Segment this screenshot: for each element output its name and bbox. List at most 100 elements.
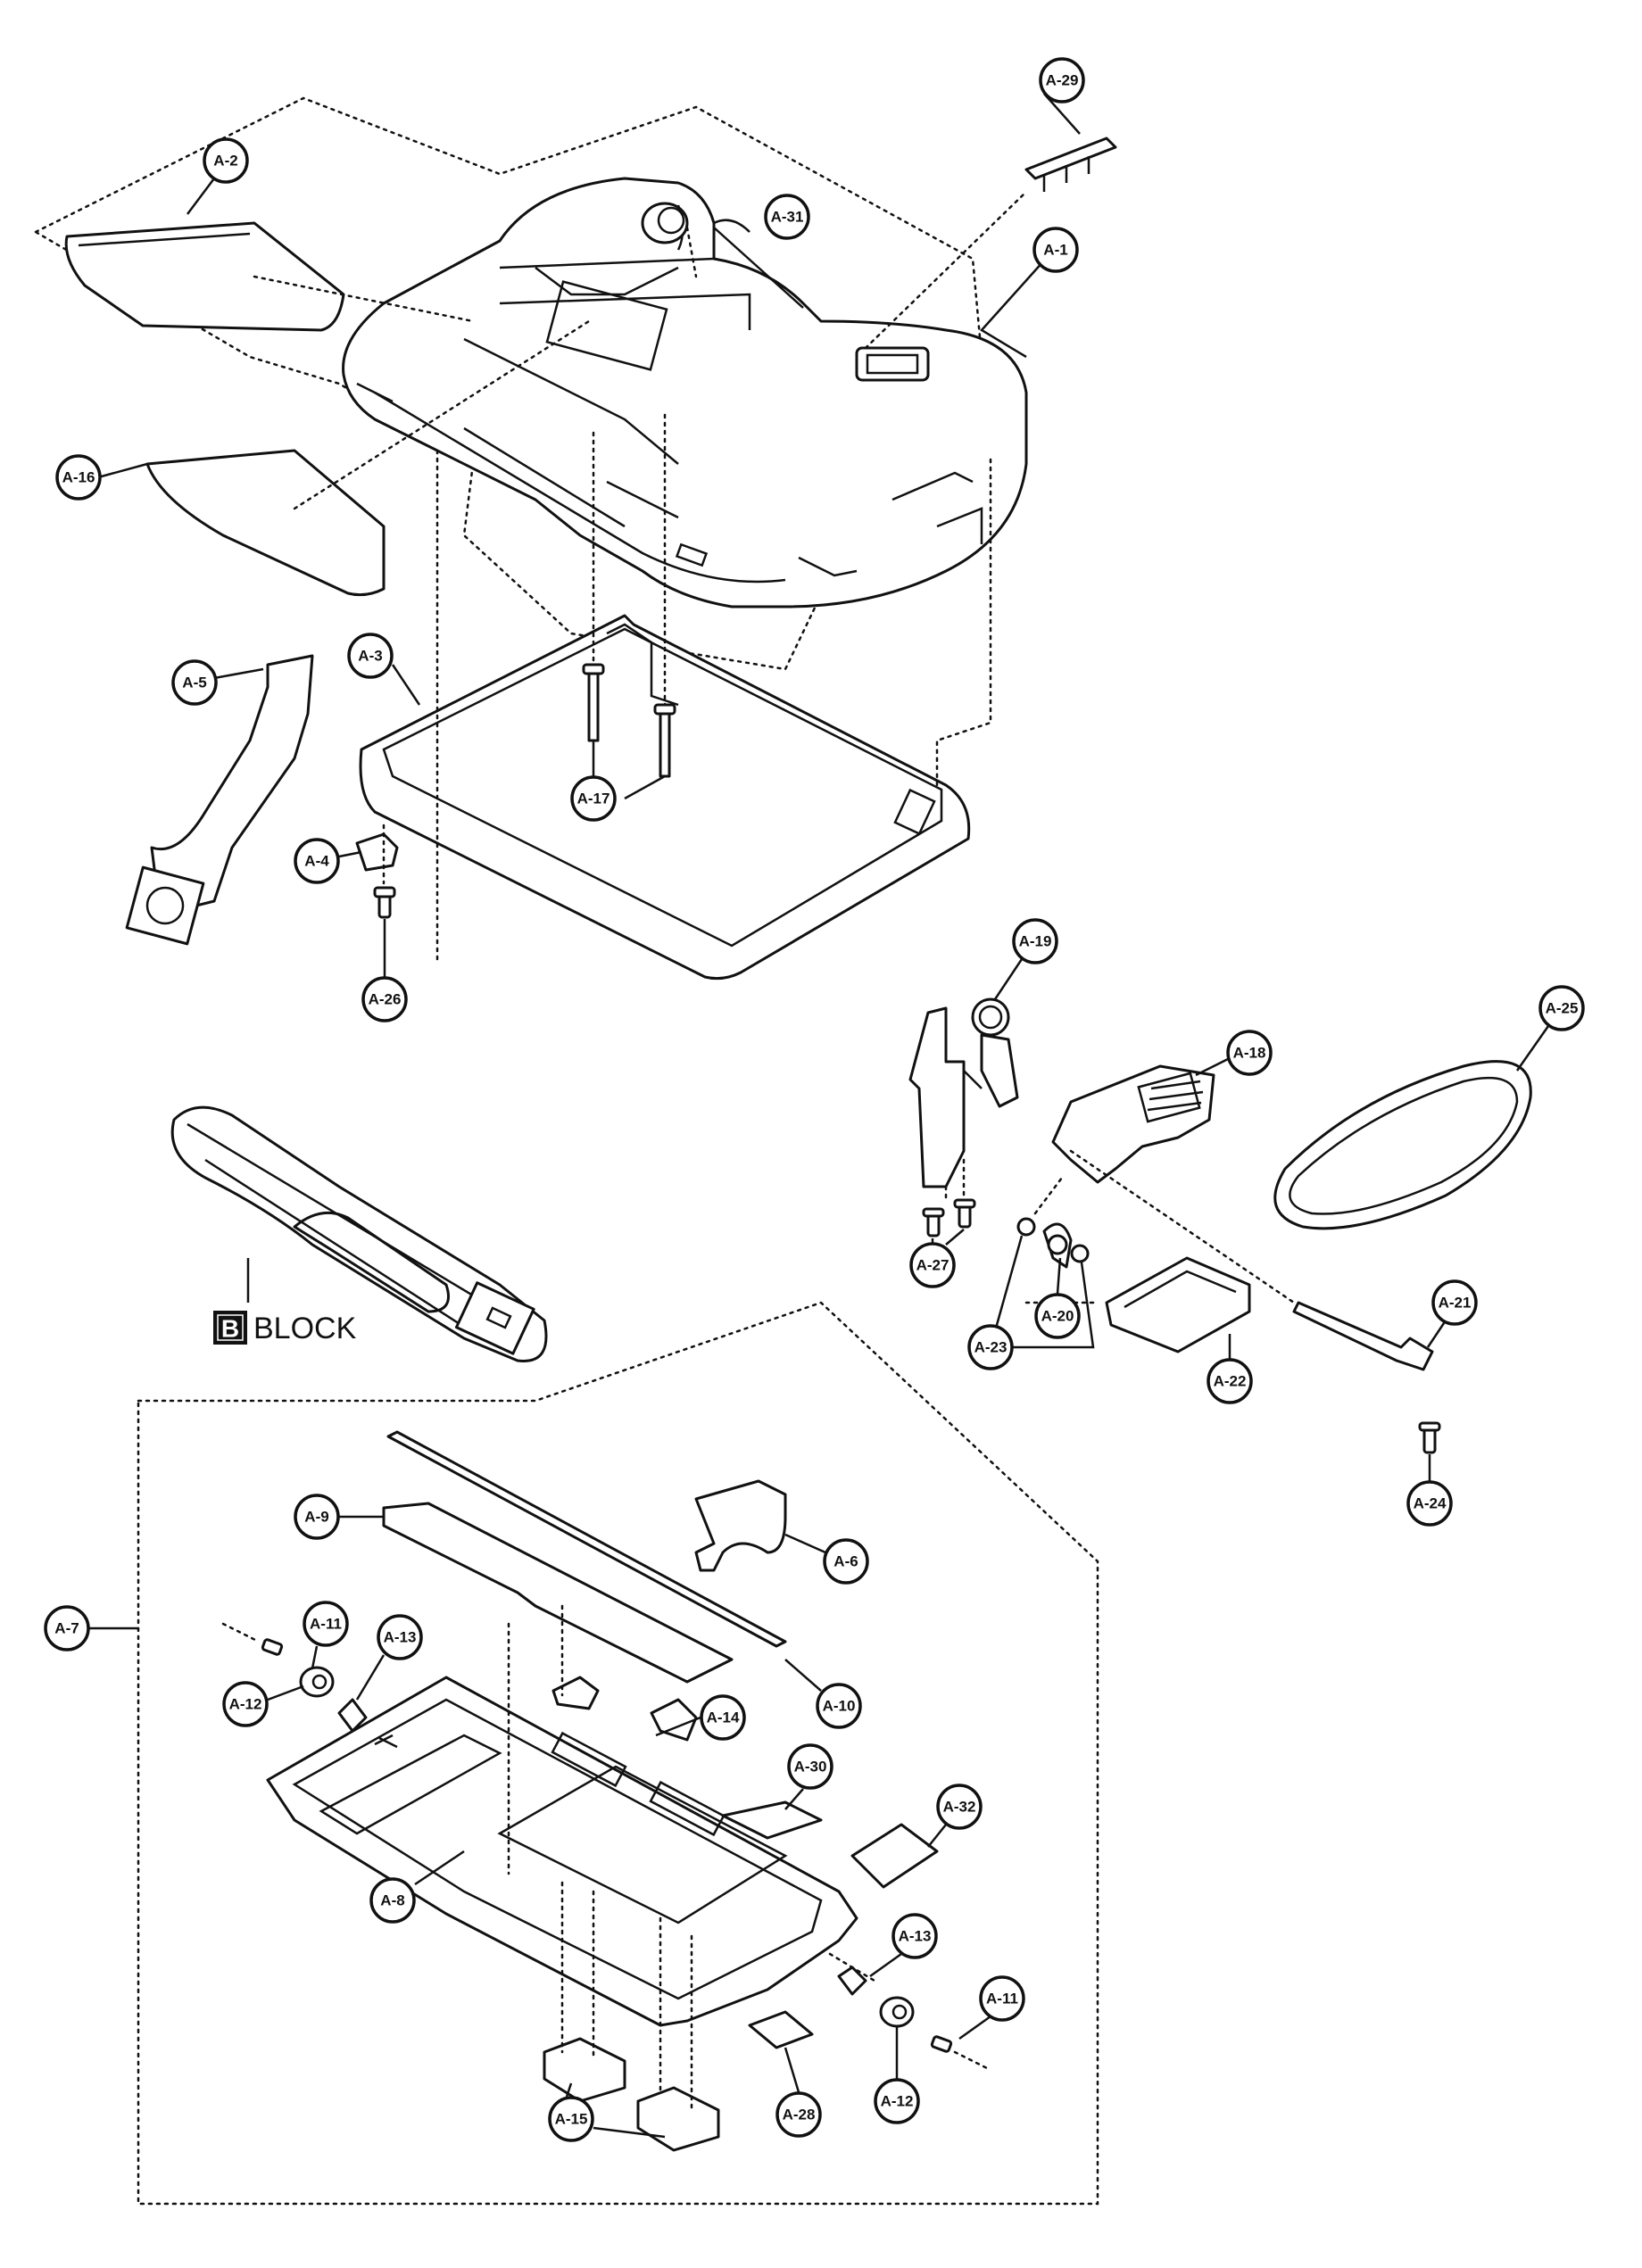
svg-text:A-14: A-14 — [707, 1709, 740, 1726]
svg-text:A-6: A-6 — [833, 1553, 858, 1570]
strip-a10 — [386, 1430, 787, 1648]
svg-text:A-24: A-24 — [1414, 1495, 1447, 1512]
frame-a3 — [359, 614, 971, 981]
svg-text:A-31: A-31 — [771, 209, 804, 226]
screws-a17 — [582, 663, 676, 778]
svg-text:A-7: A-7 — [54, 1620, 79, 1637]
decal-a30 — [721, 1800, 823, 1840]
screw-a26 — [373, 886, 396, 919]
svg-text:A-21: A-21 — [1439, 1295, 1472, 1312]
callout-a5: A-5 — [171, 659, 218, 706]
svg-text:A-30: A-30 — [794, 1759, 827, 1775]
callout-a22: A-22 — [1207, 1358, 1253, 1404]
svg-text:A-22: A-22 — [1214, 1373, 1247, 1390]
bracket-a19 — [908, 997, 1019, 1188]
callout-a29: A-29 — [1039, 57, 1085, 103]
clips-a14 — [551, 1676, 698, 1742]
callout-a13-right: A-13 — [891, 1913, 938, 1959]
svg-text:A-17: A-17 — [577, 790, 610, 807]
callout-a19: A-19 — [1012, 918, 1058, 964]
brushroll-b-block — [170, 1105, 548, 1362]
svg-text:A-3: A-3 — [358, 648, 382, 665]
decal-a2 — [64, 221, 345, 332]
svg-text:A-5: A-5 — [182, 675, 206, 691]
cover-a22 — [1105, 1256, 1251, 1353]
bracket-a18 — [1051, 1064, 1215, 1184]
callout-a11-right: A-11 — [979, 1975, 1025, 2022]
callout-a21: A-21 — [1431, 1279, 1478, 1326]
svg-text:A-13: A-13 — [899, 1928, 932, 1945]
callout-a17: A-17 — [570, 775, 617, 822]
svg-text:A-26: A-26 — [369, 991, 402, 1008]
cap-a31 — [641, 202, 689, 244]
callout-a2: A-2 — [203, 137, 249, 184]
callout-a12-left: A-12 — [222, 1681, 269, 1727]
callout-a12-right: A-12 — [874, 2078, 920, 2124]
duct-a5 — [125, 654, 314, 946]
callout-a3: A-3 — [347, 633, 394, 679]
callout-a11-left: A-11 — [303, 1601, 349, 1647]
clip-a4 — [355, 832, 399, 872]
callout-a8: A-8 — [369, 1877, 416, 1924]
svg-text:A-11: A-11 — [310, 1616, 342, 1633]
callout-a31: A-31 — [764, 194, 810, 240]
svg-text:A-16: A-16 — [62, 469, 95, 486]
svg-text:A-10: A-10 — [823, 1698, 856, 1715]
hood-part — [342, 177, 1028, 608]
wheel-assembly-right — [837, 1966, 953, 2053]
svg-text:A-29: A-29 — [1046, 72, 1079, 89]
callout-a1: A-1 — [1032, 227, 1079, 273]
svg-text:A-25: A-25 — [1546, 1000, 1579, 1017]
base-plate-group-boundary — [137, 1301, 1099, 2206]
callout-a4: A-4 — [294, 838, 340, 884]
clip-a29 — [1024, 137, 1117, 192]
svg-text:A-23: A-23 — [974, 1339, 1008, 1356]
callout-a7: A-7 — [44, 1605, 90, 1651]
leader-lines — [89, 93, 1550, 2139]
screws-a27 — [922, 1198, 976, 1237]
callout-a28: A-28 — [775, 2091, 822, 2138]
screw-a24 — [1418, 1421, 1441, 1454]
callout-a18: A-18 — [1226, 1030, 1273, 1076]
svg-text:A-19: A-19 — [1019, 933, 1052, 950]
svg-text:A-9: A-9 — [304, 1509, 328, 1526]
callout-a14: A-14 — [700, 1694, 746, 1741]
rod-a21 — [1292, 1301, 1434, 1371]
bracket-a6 — [694, 1479, 787, 1572]
svg-text:A-2: A-2 — [213, 153, 237, 170]
callout-a24: A-24 — [1406, 1480, 1453, 1527]
callout-a9: A-9 — [294, 1494, 340, 1540]
svg-text:A-27: A-27 — [916, 1257, 950, 1274]
callout-a30: A-30 — [787, 1743, 833, 1790]
svg-text:A-12: A-12 — [881, 2093, 914, 2110]
callout-a26: A-26 — [361, 976, 408, 1022]
svg-text:A-13: A-13 — [384, 1629, 417, 1646]
callout-a15: A-15 — [548, 2096, 594, 2142]
callout-a6: A-6 — [823, 1538, 869, 1585]
callout-a13-left: A-13 — [377, 1614, 423, 1660]
gasket-a9 — [382, 1502, 734, 1684]
callout-a32: A-32 — [936, 1784, 983, 1830]
svg-text:A-28: A-28 — [783, 2107, 816, 2123]
svg-text:A-4: A-4 — [304, 853, 329, 870]
callout-a27: A-27 — [909, 1242, 956, 1288]
svg-text:A-32: A-32 — [943, 1799, 976, 1816]
callout-a16: A-16 — [55, 454, 102, 501]
svg-text:A-18: A-18 — [1233, 1045, 1266, 1062]
svg-text:A-1: A-1 — [1043, 242, 1067, 259]
wheel-assembly-left — [261, 1638, 368, 1733]
callout-a25: A-25 — [1538, 985, 1585, 1031]
washers-a23 — [1016, 1217, 1090, 1263]
decal-a28 — [748, 2010, 814, 2049]
callout-a10: A-10 — [816, 1683, 862, 1729]
block-label: B BLOCK — [213, 1311, 357, 1345]
svg-text:A-20: A-20 — [1041, 1308, 1074, 1325]
brackets-a15 — [543, 2037, 720, 2152]
trim-a16 — [145, 449, 386, 597]
spring-a20 — [1042, 1222, 1073, 1269]
belt-a25 — [1273, 1060, 1532, 1230]
callout-a23: A-23 — [967, 1324, 1014, 1370]
block-text: BLOCK — [253, 1312, 357, 1345]
decal-a32 — [850, 1823, 939, 1889]
